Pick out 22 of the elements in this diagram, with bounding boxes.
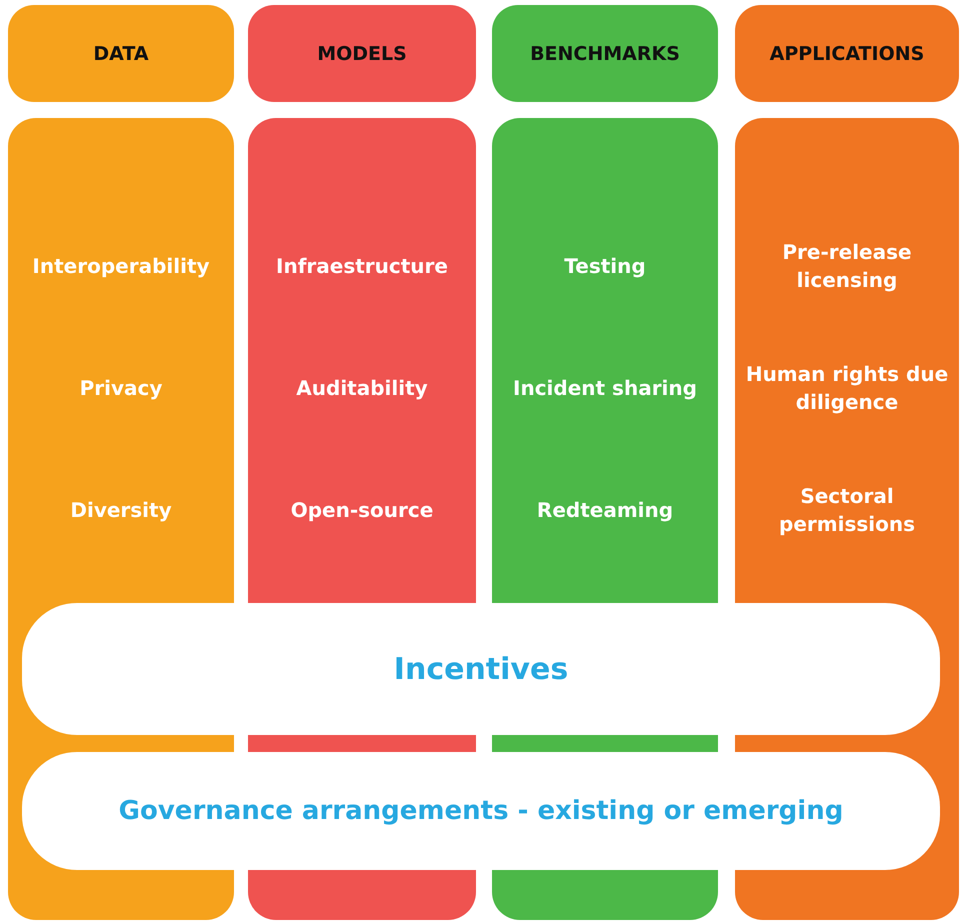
band-title: Incentives bbox=[394, 652, 568, 686]
category-header bbox=[735, 5, 959, 102]
topic-label: Sectoral permissions bbox=[778, 483, 916, 538]
topic-label: Incident sharing bbox=[513, 375, 697, 402]
topic-label: Open-source bbox=[290, 497, 434, 524]
category-header bbox=[492, 5, 718, 102]
header-title: BENCHMARKS bbox=[530, 42, 680, 64]
header-title: MODELS bbox=[317, 42, 407, 64]
topic-label: Testing bbox=[564, 253, 646, 280]
topic-label: Auditability bbox=[296, 375, 428, 402]
category-header bbox=[8, 5, 234, 102]
topic-label: Human rights due diligence bbox=[744, 361, 950, 416]
topic-label: Interoperability bbox=[32, 253, 210, 280]
topic-label: Infraestructure bbox=[276, 253, 448, 280]
topic-label: Privacy bbox=[80, 375, 162, 402]
header-title: DATA bbox=[93, 42, 149, 64]
topic-label: Redteaming bbox=[536, 497, 674, 524]
category-header bbox=[248, 5, 476, 102]
topic-label: Pre-release licensing bbox=[781, 239, 913, 294]
band-title: Governance arrangements - existing or emerging bbox=[118, 796, 844, 826]
topic-label: Diversity bbox=[70, 497, 172, 524]
header-title: APPLICATIONS bbox=[770, 42, 924, 64]
